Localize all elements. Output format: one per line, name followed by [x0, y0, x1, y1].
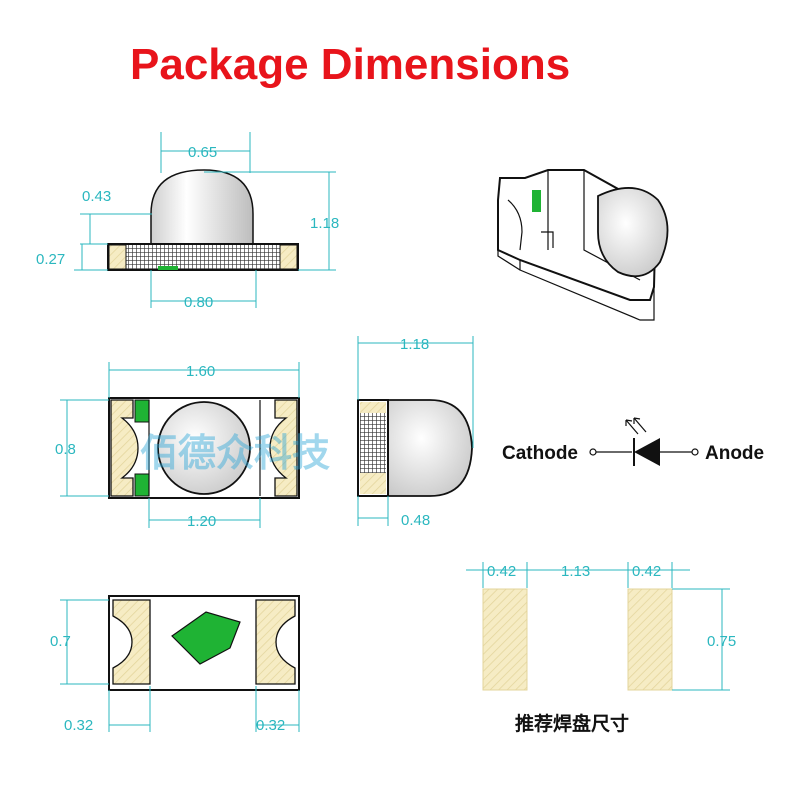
dim-pad-height: 0.75	[707, 633, 736, 650]
side-right-pad	[279, 244, 298, 270]
side-grid-band	[126, 245, 280, 269]
lens-dome	[150, 169, 254, 245]
dim-base-height: 0.27	[36, 251, 65, 268]
dim-pad-width-right: 0.42	[632, 563, 661, 580]
top-lens-circle	[157, 401, 251, 495]
dim-left-pad: 0.32	[64, 717, 93, 734]
side-view: 0.65 0.43 0.27 1.18 0.80	[36, 132, 339, 311]
bottom-right-pad	[255, 599, 296, 685]
page-title: Package Dimensions	[130, 40, 570, 89]
top-left-pad	[110, 399, 139, 497]
watermark-text: 佰德众科技	[140, 431, 330, 475]
bottom-view: 0.7 0.32 0.32	[50, 595, 300, 734]
dim-end-total: 1.18	[400, 336, 429, 353]
dim-pad-width-left: 0.42	[487, 563, 516, 580]
dim-top-length: 1.60	[186, 363, 215, 380]
anode-label: Anode	[705, 443, 764, 464]
dim-base-width: 0.80	[184, 294, 213, 311]
diode-symbol: Cathode Anode	[502, 417, 764, 466]
bottom-left-pad	[112, 599, 151, 685]
iso-green-marker	[532, 190, 541, 212]
cathode-label: Cathode	[502, 443, 578, 464]
polarity-diamond	[171, 611, 241, 665]
led-diode-symbol-icon	[633, 438, 660, 466]
dim-pad-gap: 1.13	[561, 563, 590, 580]
dim-top-inner-width: 1.20	[187, 513, 216, 530]
dim-lens-height: 0.43	[82, 188, 111, 205]
dim-bottom-width: 0.7	[50, 633, 71, 650]
dim-total-height: 1.18	[310, 215, 339, 232]
light-emission-arrows-icon	[625, 417, 647, 435]
top-green-marker-2	[134, 473, 150, 497]
top-green-marker-1	[134, 399, 150, 423]
end-grid	[360, 413, 386, 473]
side-left-pad	[108, 244, 127, 270]
end-view: 1.18 0.48	[357, 336, 474, 529]
dim-top-width: 0.8	[55, 441, 76, 458]
dim-lens-width: 0.65	[188, 144, 217, 161]
solder-pad-layout: 0.42 1.13 0.42 0.75 推荐焊盘尺寸	[466, 562, 736, 735]
solder-pad-right	[627, 588, 673, 691]
side-green-marker	[158, 266, 178, 270]
end-bottom-pad	[360, 473, 386, 494]
iso-lens	[597, 187, 669, 278]
top-view: 1.60 0.8 1.20	[55, 362, 300, 530]
dim-end-pad: 0.48	[401, 512, 430, 529]
solder-pad-caption: 推荐焊盘尺寸	[515, 712, 629, 735]
dim-right-pad: 0.32	[256, 717, 285, 734]
end-lens	[387, 399, 473, 497]
solder-pad-left	[482, 588, 528, 691]
top-right-pad	[269, 399, 298, 497]
isometric-view	[497, 169, 669, 321]
end-top-pad	[360, 402, 386, 413]
